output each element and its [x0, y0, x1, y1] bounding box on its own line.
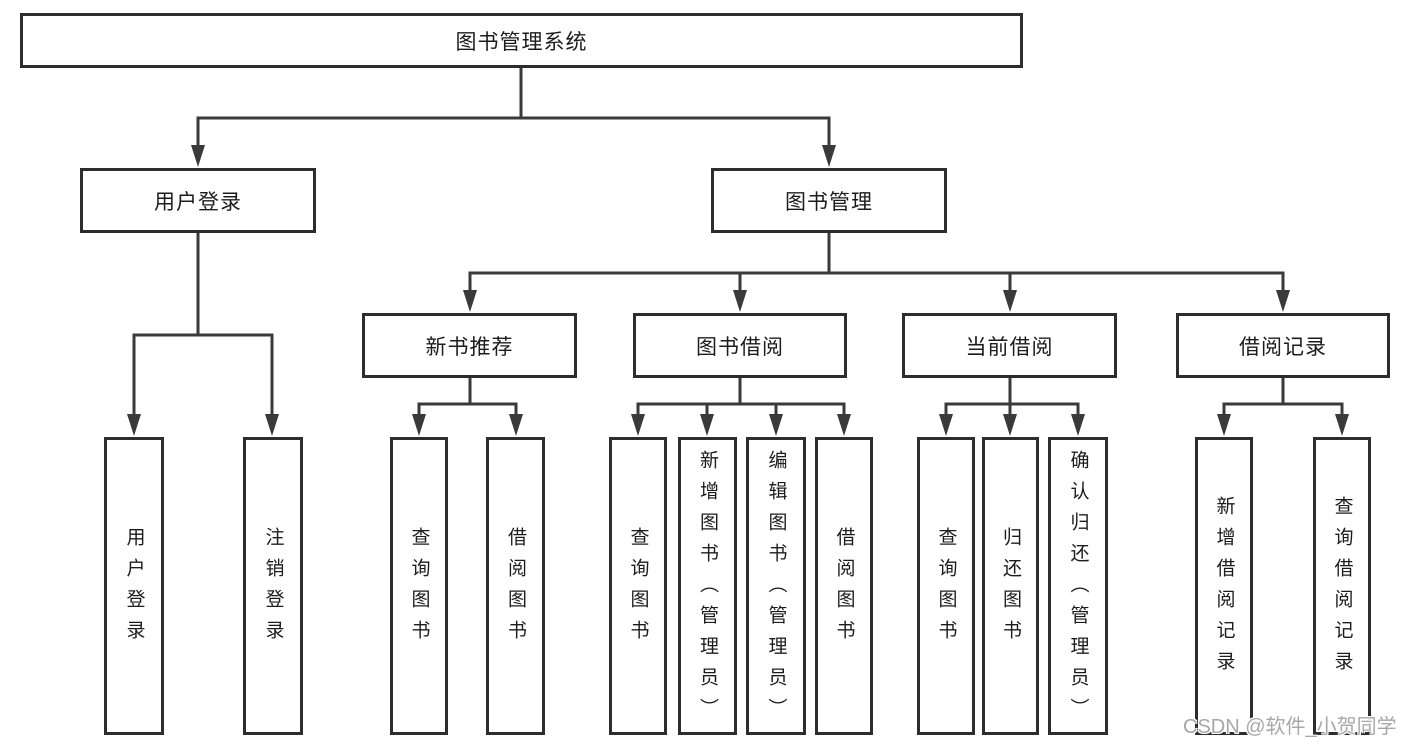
leaf-borrow-books: 借阅图书 — [815, 437, 873, 735]
csdn-watermark: CSDN @软件_小贺同学 — [1183, 716, 1397, 738]
leaf-user-login: 用户登录 — [104, 437, 164, 735]
leaf-logout: 注销登录 — [243, 437, 303, 735]
node-new-book-recommend: 新书推荐 — [362, 313, 577, 378]
leaf-query-borrow-record: 查询借阅记录 — [1313, 437, 1371, 735]
leaf-query-books-borrowing: 查询图书 — [609, 437, 667, 735]
leaf-query-books-current: 查询图书 — [917, 437, 975, 735]
node-book-management: 图书管理 — [711, 168, 947, 233]
leaf-borrow-books-recommend: 借阅图书 — [486, 437, 545, 735]
leaf-edit-books-admin: 编辑图书（管理员） — [746, 437, 806, 735]
leaf-return-books: 归还图书 — [982, 437, 1039, 735]
arrowhead-icons — [127, 145, 1349, 436]
node-current-borrow: 当前借阅 — [902, 313, 1117, 378]
node-book-borrow: 图书借阅 — [633, 313, 847, 378]
leaf-add-borrow-record: 新增借阅记录 — [1195, 437, 1253, 735]
leaf-confirm-return-admin: 确认归还（管理员） — [1048, 437, 1108, 735]
tree-branch-lines — [132, 66, 1344, 416]
node-borrow-records: 借阅记录 — [1176, 313, 1390, 378]
node-root-system: 图书管理系统 — [20, 13, 1023, 68]
leaf-query-books-recommend: 查询图书 — [390, 437, 448, 735]
leaf-add-books-admin: 新增图书（管理员） — [678, 437, 737, 735]
node-user-login: 用户登录 — [80, 168, 316, 233]
